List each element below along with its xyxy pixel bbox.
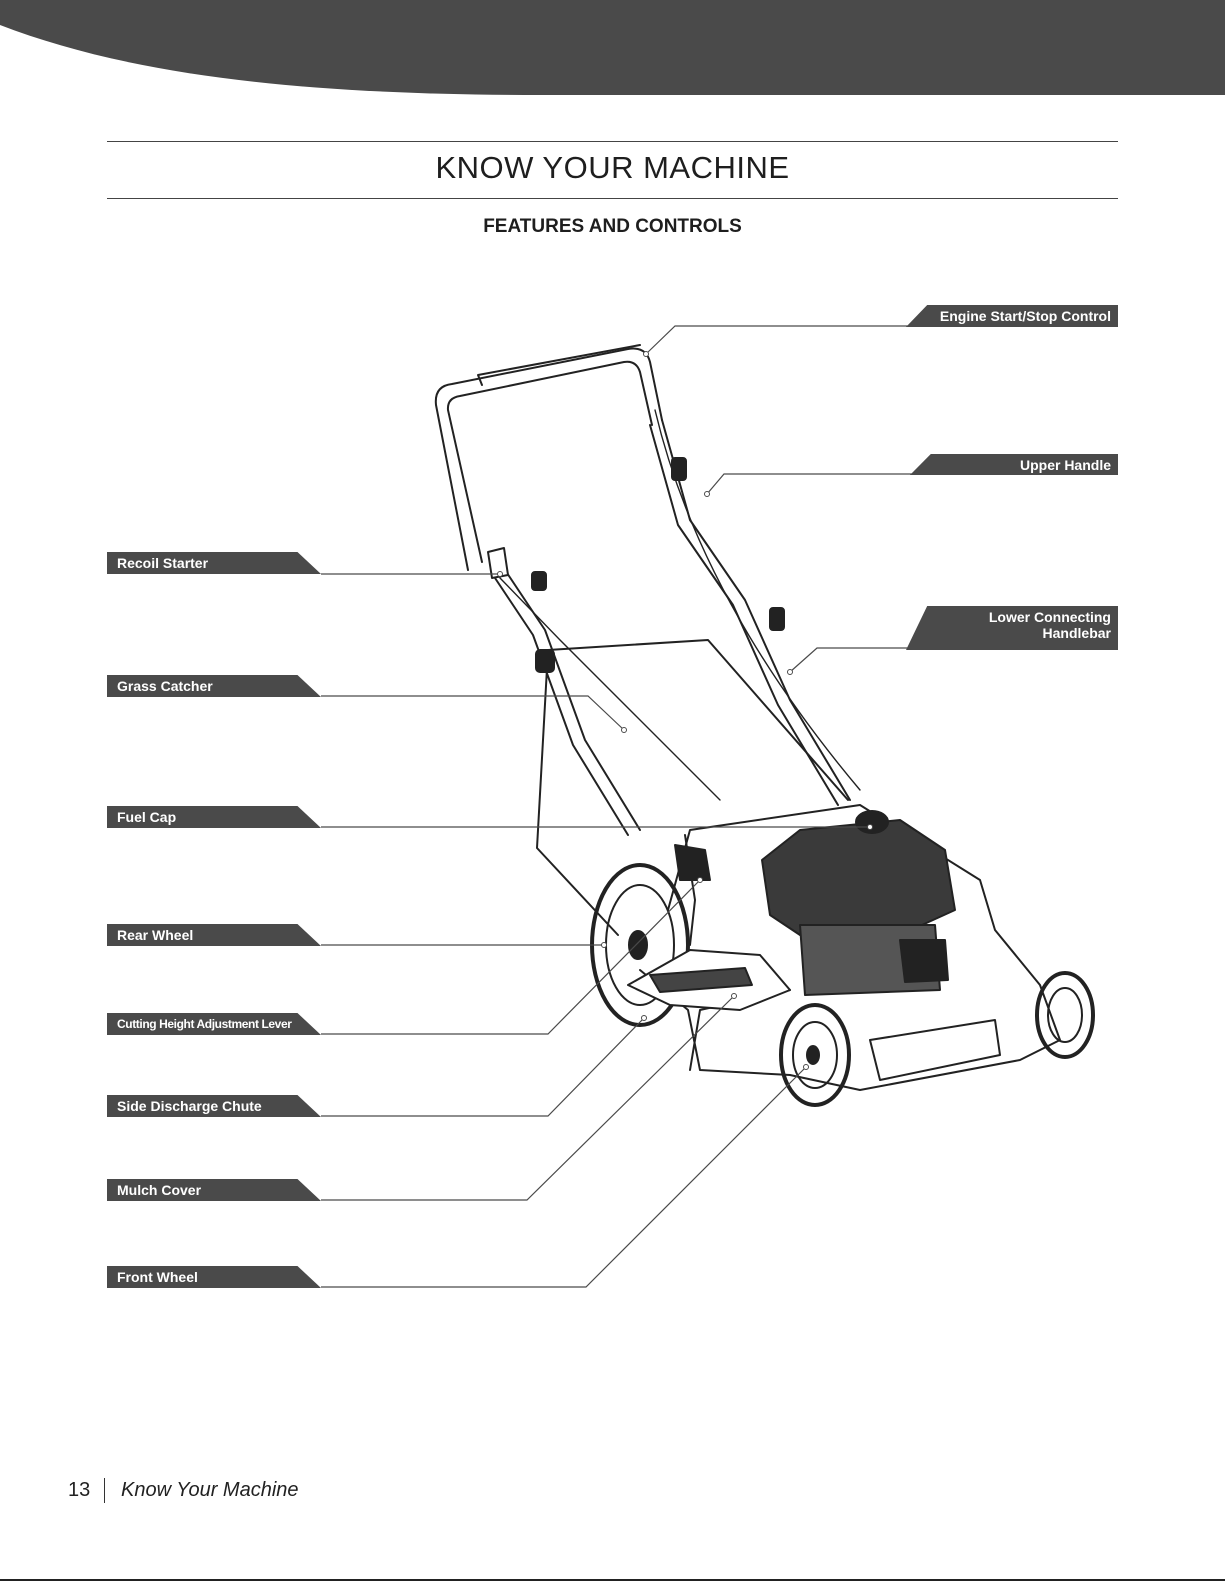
bottom-rule xyxy=(0,1579,1225,1581)
page-number: 13 xyxy=(68,1479,90,1502)
label-front-wheel: Front Wheel xyxy=(107,1266,321,1288)
label-side-discharge-chute: Side Discharge Chute xyxy=(107,1095,321,1117)
label-grass-catcher: Grass Catcher xyxy=(107,675,321,697)
label-mulch-cover: Mulch Cover xyxy=(107,1179,321,1201)
label-lower-connecting-line1: Lower Connecting xyxy=(906,609,1111,625)
label-fuel-cap: Fuel Cap xyxy=(107,806,321,828)
label-rear-wheel: Rear Wheel xyxy=(107,924,321,946)
label-lower-connecting-handlebar: Lower Connecting Handlebar xyxy=(906,606,1118,650)
label-recoil-starter: Recoil Starter xyxy=(107,552,321,574)
label-lower-connecting-line2: Handlebar xyxy=(906,625,1111,641)
label-upper-handle: Upper Handle xyxy=(910,454,1118,475)
label-engine-start-stop-control: Engine Start/Stop Control xyxy=(906,305,1118,327)
footer-section-name: Know Your Machine xyxy=(121,1479,299,1502)
label-cutting-height-adjustment-lever: Cutting Height Adjustment Lever xyxy=(107,1013,321,1035)
footer-divider xyxy=(104,1478,105,1503)
